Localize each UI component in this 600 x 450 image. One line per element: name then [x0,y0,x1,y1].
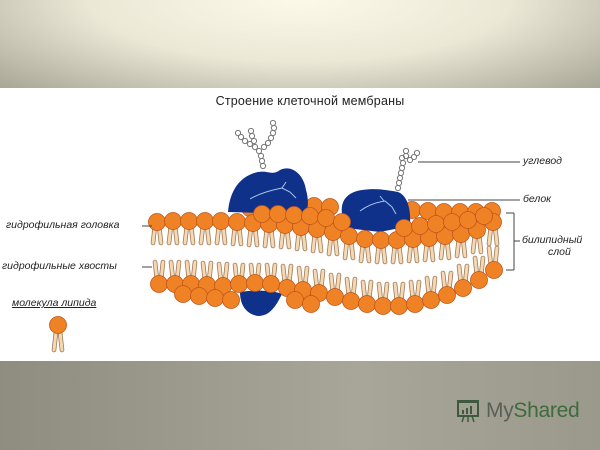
protein-left [228,168,308,214]
carbohydrate-chain-left [234,119,278,170]
label-hydrophilic-head: гидрофильная головка [6,219,120,231]
label-hydrophilic-tails: гидрофильные хвосты [2,260,117,272]
label-bilayer-line2: слой [548,246,571,258]
label-lipid-molecule: молекула липида [12,297,97,309]
carbohydrate-chain-right [394,147,421,192]
presentation-board-icon [457,400,479,423]
watermark-text: MyShared [486,399,580,423]
protein-right [341,189,411,232]
watermark-logo: MyShared [455,398,580,424]
diagram-title: Строение клеточной мембраны [215,94,405,108]
slide-top-background [0,0,600,88]
label-bilayer-line1: билипидный [522,234,583,246]
label-carbohydrate: углевод [523,155,562,167]
slide-bottom-background [0,361,600,450]
protein-bottom [240,290,282,316]
watermark-prefix: My [486,399,514,422]
watermark-suffix: Shared [513,399,580,422]
label-protein: белок [523,193,552,205]
leader-lines [142,161,520,271]
lipid-molecule-legend-icon [49,316,67,351]
